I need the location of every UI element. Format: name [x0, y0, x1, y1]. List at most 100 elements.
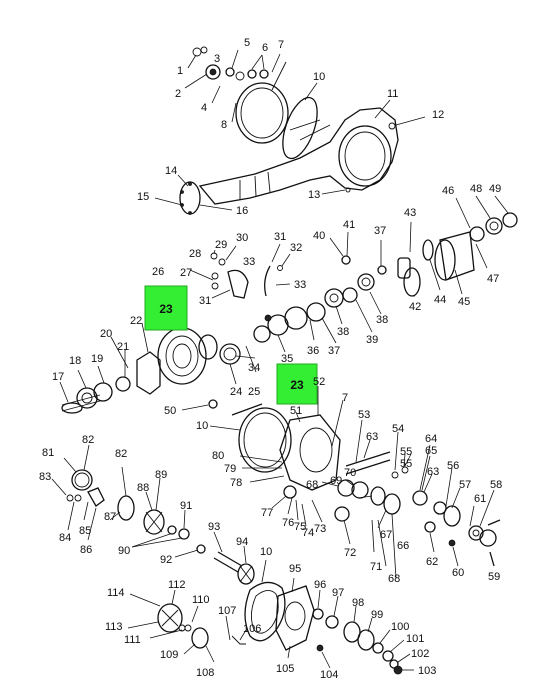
callout-label[interactable]: 68 [306, 479, 318, 491]
callout-label[interactable]: 98 [352, 597, 364, 609]
callout-label[interactable]: 15 [137, 191, 149, 203]
callout-label[interactable]: 58 [490, 479, 502, 491]
callout-label[interactable]: 39 [366, 334, 378, 346]
callout-label[interactable]: 38 [376, 314, 388, 326]
callout-label[interactable]: 27 [180, 267, 192, 279]
callout-label[interactable]: 88 [137, 482, 149, 494]
highlight-box-23-lower[interactable]: 23 [276, 363, 318, 405]
callout-label[interactable]: 61 [474, 493, 486, 505]
callout-label[interactable]: 5 [244, 37, 250, 49]
callout-label[interactable]: 79 [224, 463, 236, 475]
callout-label[interactable]: 63 [427, 466, 439, 478]
callout-label[interactable]: 8 [221, 119, 227, 131]
callout-label[interactable]: 50 [164, 405, 176, 417]
callout-label[interactable]: 28 [189, 248, 201, 260]
callout-label[interactable]: 7 [278, 39, 284, 51]
callout-label[interactable]: 37 [328, 345, 340, 357]
callout-label[interactable]: 93 [208, 521, 220, 533]
callout-label[interactable]: 54 [392, 423, 404, 435]
callout-label[interactable]: 30 [236, 232, 248, 244]
callout-label[interactable]: 105 [276, 663, 294, 675]
callout-label[interactable]: 31 [274, 231, 286, 243]
callout-label[interactable]: 55 [400, 458, 412, 470]
callout-label[interactable]: 45 [458, 296, 470, 308]
callout-label[interactable]: 101 [406, 633, 424, 645]
callout-label[interactable]: 91 [180, 500, 192, 512]
callout-label[interactable]: 44 [434, 294, 446, 306]
callout-label[interactable]: 110 [192, 594, 210, 606]
callout-label[interactable]: 60 [452, 567, 464, 579]
callout-label[interactable]: 51 [290, 405, 302, 417]
callout-label[interactable]: 21 [117, 341, 129, 353]
callout-label[interactable]: 16 [236, 205, 248, 217]
callout-label[interactable]: 25 [248, 386, 260, 398]
callout-label[interactable]: 53 [358, 409, 370, 421]
callout-label[interactable]: 109 [160, 649, 178, 661]
callout-label[interactable]: 20 [100, 328, 112, 340]
callout-label[interactable]: 72 [344, 547, 356, 559]
callout-label[interactable]: 75 [294, 521, 306, 533]
callout-label[interactable]: 62 [426, 556, 438, 568]
callout-label[interactable]: 81 [42, 447, 54, 459]
callout-label[interactable]: 103 [418, 665, 436, 677]
callout-label[interactable]: 71 [370, 561, 382, 573]
callout-label[interactable]: 85 [79, 525, 91, 537]
callout-label[interactable]: 68 [388, 573, 400, 585]
callout-label[interactable]: 67 [380, 529, 392, 541]
callout-label[interactable]: 41 [343, 219, 355, 231]
callout-label[interactable]: 1 [177, 65, 183, 77]
callout-label[interactable]: 104 [320, 669, 338, 681]
callout-label[interactable]: 84 [59, 532, 71, 544]
callout-label[interactable]: 113 [105, 621, 123, 633]
callout-label[interactable]: 82 [115, 448, 127, 460]
callout-label[interactable]: 43 [404, 207, 416, 219]
callout-label[interactable]: 2 [175, 88, 181, 100]
callout-label[interactable]: 94 [236, 536, 248, 548]
callout-label[interactable]: 14 [165, 165, 177, 177]
callout-label[interactable]: 18 [69, 355, 81, 367]
callout-label[interactable]: 24 [230, 386, 242, 398]
callout-label[interactable]: 70 [344, 467, 356, 479]
callout-label[interactable]: 26 [152, 266, 164, 278]
callout-label[interactable]: 83 [39, 471, 51, 483]
callout-label[interactable]: 80 [212, 450, 224, 462]
callout-label[interactable]: 106 [243, 623, 261, 635]
callout-label[interactable]: 34 [248, 362, 260, 374]
callout-label[interactable]: 100 [391, 621, 409, 633]
callout-label[interactable]: 47 [487, 273, 499, 285]
callout-label[interactable]: 42 [409, 301, 421, 313]
callout-label[interactable]: 90 [118, 545, 130, 557]
callout-label[interactable]: 59 [488, 571, 500, 583]
callout-label[interactable]: 76 [282, 517, 294, 529]
callout-label[interactable]: 29 [215, 239, 227, 251]
callout-label[interactable]: 112 [168, 579, 186, 591]
callout-label[interactable]: 48 [470, 183, 482, 195]
callout-label[interactable]: 99 [371, 609, 383, 621]
callout-label[interactable]: 33 [243, 256, 255, 268]
callout-label[interactable]: 102 [411, 648, 429, 660]
callout-label[interactable]: 56 [447, 460, 459, 472]
callout-label[interactable]: 12 [432, 109, 444, 121]
callout-label[interactable]: 107 [218, 605, 236, 617]
callout-label[interactable]: 73 [314, 523, 326, 535]
callout-label[interactable]: 10 [313, 71, 325, 83]
callout-label[interactable]: 31 [199, 295, 211, 307]
callout-label[interactable]: 10 [260, 546, 272, 558]
callout-label[interactable]: 64 [425, 433, 437, 445]
callout-label[interactable]: 96 [314, 579, 326, 591]
callout-label[interactable]: 32 [290, 242, 302, 254]
callout-label[interactable]: 13 [308, 189, 320, 201]
callout-label[interactable]: 37 [374, 225, 386, 237]
callout-label[interactable]: 10 [196, 420, 208, 432]
callout-label[interactable]: 63 [366, 431, 378, 443]
callout-label[interactable]: 11 [387, 88, 398, 100]
callout-label[interactable]: 33 [294, 279, 306, 291]
callout-label[interactable]: 108 [196, 667, 214, 679]
callout-label[interactable]: 40 [313, 230, 325, 242]
callout-label[interactable]: 52 [313, 376, 325, 388]
callout-label[interactable]: 82 [82, 434, 94, 446]
callout-label[interactable]: 4 [201, 102, 207, 114]
callout-label[interactable]: 6 [262, 42, 268, 54]
callout-label[interactable]: 69 [330, 475, 342, 487]
callout-label[interactable]: 17 [52, 371, 64, 383]
